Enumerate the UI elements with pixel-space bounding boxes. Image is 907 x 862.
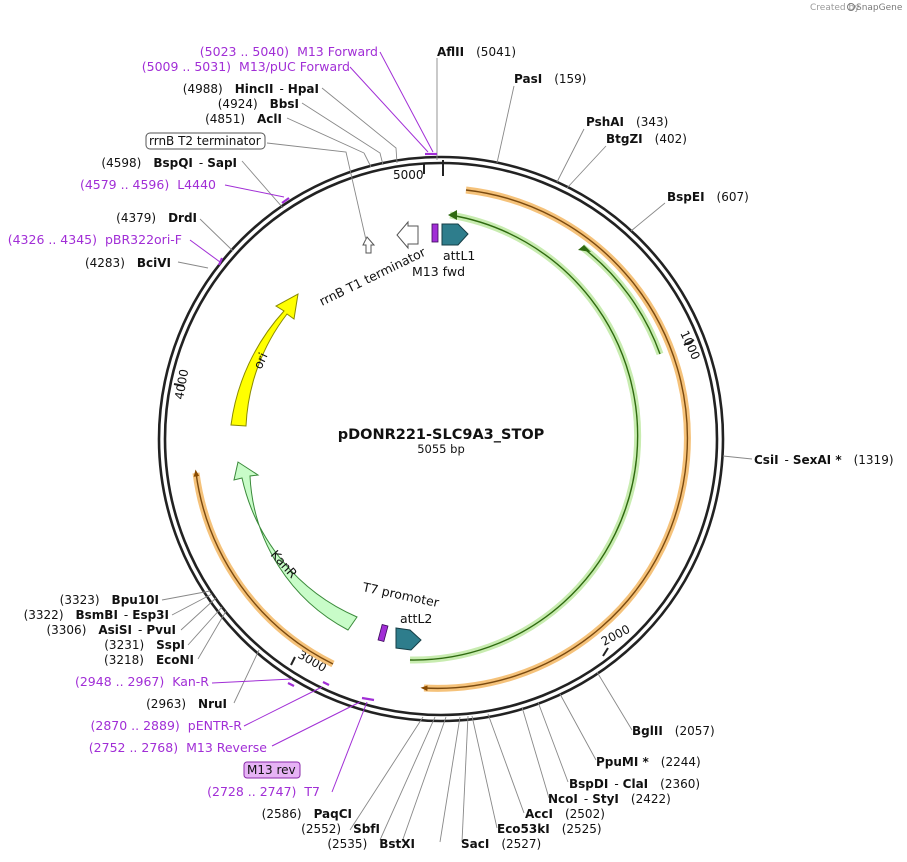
kanr-feature-arrow <box>233 461 358 631</box>
rrnb-t2-terminator-arrow <box>362 236 376 254</box>
t7-promoter-label: T7 promoter <box>360 579 441 610</box>
primer-leader-lines <box>189 51 434 793</box>
site-btgzi[interactable]: BtgZI(402) <box>606 132 687 146</box>
t7-promoter-mark <box>377 624 389 642</box>
site-bglii[interactable]: BglII(2057) <box>632 724 715 738</box>
backbone-inner-ring <box>163 161 719 717</box>
rrnb-t1-terminator-arrow <box>396 220 419 250</box>
snapgene-logo-text: SnapGene <box>856 3 903 13</box>
site-drdi[interactable]: (4379)DrdI <box>116 211 197 225</box>
orange-feature-arc <box>192 186 691 692</box>
site-bbsi[interactable]: (4924)BbsI <box>218 97 299 111</box>
rrnb-t2-terminator-box <box>145 132 266 150</box>
plasmid-size: 5055 bp <box>417 442 465 456</box>
m13-fwd-label: M13 fwd <box>412 264 465 279</box>
site-econi[interactable]: (3218)EcoNI <box>104 653 194 667</box>
primer-kan-r[interactable]: (2948 .. 2967)Kan-R <box>75 674 209 689</box>
m13-rev-label: M13 rev <box>247 763 296 777</box>
primer-m13-forward[interactable]: (5023 .. 5040)M13 Forward <box>200 44 378 59</box>
tick-label-1000: 1000 <box>677 328 703 362</box>
enzyme-leader-lines <box>161 58 753 843</box>
primer-pbr322ori-f[interactable]: (4326 .. 4345)pBR322ori-F <box>8 232 182 247</box>
ruler-ticks <box>173 160 695 666</box>
site-ppumi[interactable]: PpuMI *(2244) <box>596 755 701 769</box>
m13-fwd-primer-mark <box>431 223 439 243</box>
site-bcivi[interactable]: (4283)BciVI <box>85 256 171 270</box>
primer-l4440[interactable]: (4579 .. 4596)L4440 <box>80 177 216 192</box>
site-saci[interactable]: SacI(2527) <box>461 837 541 851</box>
site-asisi-pvui[interactable]: (3306)AsiSI-PvuI <box>46 623 176 637</box>
site-acli[interactable]: (4851)AclI <box>205 112 282 126</box>
site-nrui[interactable]: (2963)NruI <box>146 697 227 711</box>
site-hincii-hpai[interactable]: (4988)HincII-HpaI <box>183 82 319 96</box>
primer-t7[interactable]: (2728 .. 2747)T7 <box>207 784 320 799</box>
site-sbfi[interactable]: (2552)SbfI <box>301 822 380 836</box>
site-paqci[interactable]: (2586)PaqCI <box>262 807 352 821</box>
attl2-label: attL2 <box>400 611 432 626</box>
site-bstxi[interactable]: (2535)BstXI <box>327 837 415 851</box>
site-bspqi-sapi[interactable]: (4598)BspQI-SapI <box>101 156 237 170</box>
snapgene-logo-icon <box>847 3 855 11</box>
attl2-feature-arrow <box>395 627 422 651</box>
primer-m13-reverse[interactable]: (2752 .. 2768)M13 Reverse <box>89 740 267 755</box>
ori-feature-arrow <box>230 293 299 427</box>
site-bspei[interactable]: BspEI(607) <box>667 190 749 204</box>
green-feature-arc <box>409 210 664 664</box>
attl1-label: attL1 <box>443 248 475 263</box>
site-ncoi-styi[interactable]: NcoI-StyI(2422) <box>548 792 671 806</box>
site-acci[interactable]: AccI(2502) <box>525 807 605 821</box>
site-bpu10i[interactable]: (3323)Bpu10I <box>60 593 159 607</box>
site-bspdi-clai[interactable]: BspDI-ClaI(2360) <box>569 777 700 791</box>
site-pshai[interactable]: PshAI(343) <box>586 115 668 129</box>
attl1-feature-arrow <box>441 223 469 246</box>
primer-m13-puc-forward[interactable]: (5009 .. 5031)M13/pUC Forward <box>142 59 350 74</box>
ori-label: ori <box>250 350 270 371</box>
rrnb-t2-terminator-label: rrnB T2 terminator <box>149 134 261 148</box>
site-eco53ki[interactable]: Eco53kI(2525) <box>497 822 602 836</box>
m13-rev-box <box>243 761 301 779</box>
site-pasi[interactable]: PasI(159) <box>514 72 586 86</box>
tick-label-5000: 5000 <box>393 168 424 182</box>
plasmid-name: pDONR221-SLC9A3_STOP <box>338 427 545 443</box>
backbone-outer-ring <box>157 155 725 723</box>
site-aflii[interactable]: AflII(5041) <box>437 45 516 59</box>
site-csii-sexai[interactable]: CsiI-SexAI *(1319) <box>754 453 894 467</box>
tick-label-4000: 4000 <box>172 368 191 401</box>
primer-pentr-r[interactable]: (2870 .. 2889)pENTR-R <box>91 718 243 733</box>
primer-ring-marks <box>217 152 437 702</box>
site-bsmbi-esp3i[interactable]: (3322)BsmBI-Esp3I <box>24 608 169 622</box>
created-by-credit: Created by <box>810 3 860 13</box>
site-sspi[interactable]: (3231)SspI <box>104 638 185 652</box>
